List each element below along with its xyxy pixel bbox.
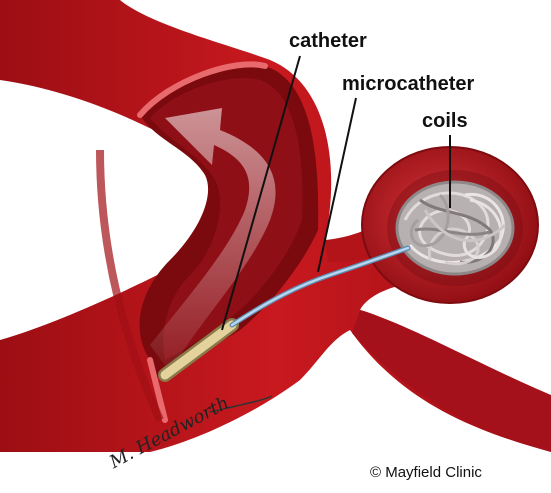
coils-mass [397, 182, 513, 274]
catheter-label: catheter [289, 30, 367, 53]
copyright-credit: © Mayfield Clinic [370, 464, 482, 481]
branch-artery [352, 310, 551, 452]
microcatheter-label: microcatheter [342, 73, 474, 96]
coils-label: coils [422, 110, 468, 133]
